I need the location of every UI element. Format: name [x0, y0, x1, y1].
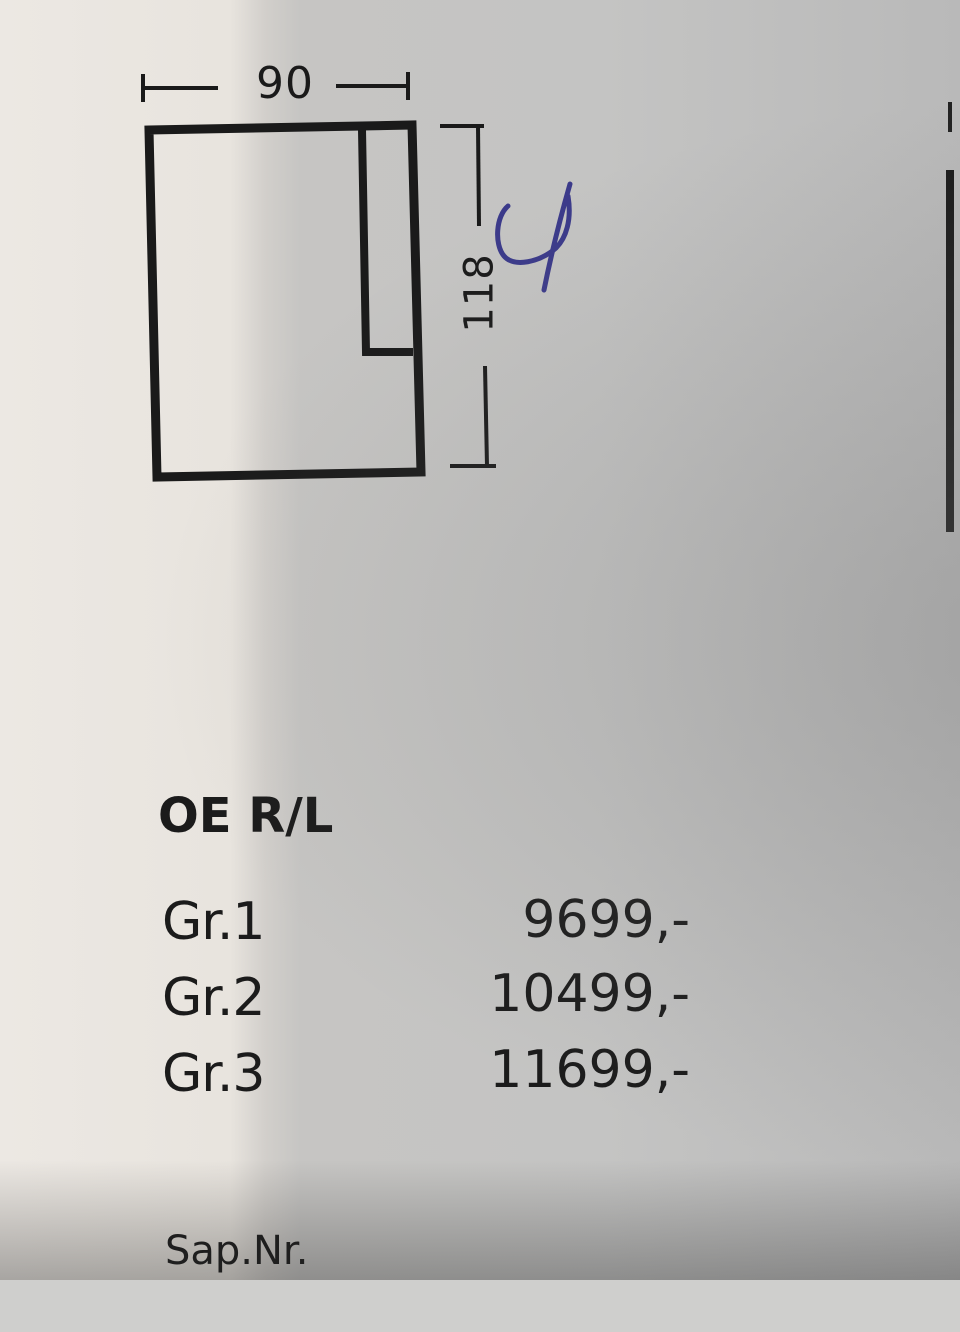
price-group-2-label: Gr.2 [162, 968, 266, 1028]
height-dimension-bottom-line [483, 365, 489, 467]
next-column-edge [946, 52, 954, 532]
height-dimension-label: 118 [456, 253, 503, 333]
module-inner-section [358, 129, 413, 356]
catalog-page: 90 118 OE R/L Gr.1 9699,- Gr.2 10499,- G… [0, 0, 960, 1280]
module-outline [144, 120, 426, 482]
price-group-3-value: 11699,- [489, 1040, 690, 1100]
height-dimension-top-line [476, 125, 481, 227]
price-group-3-label: Gr.3 [162, 1044, 266, 1104]
handwritten-mark [495, 181, 573, 293]
price-group-2-value: 10499,- [489, 964, 690, 1024]
width-dimension-label: 90 [256, 58, 314, 109]
product-title: OE R/L [158, 788, 334, 844]
price-group-1-label: Gr.1 [162, 892, 266, 952]
module-diagram [141, 72, 573, 482]
price-group-1-value: 9699,- [522, 890, 690, 950]
sap-number-label: Sap.Nr. [165, 1228, 309, 1274]
